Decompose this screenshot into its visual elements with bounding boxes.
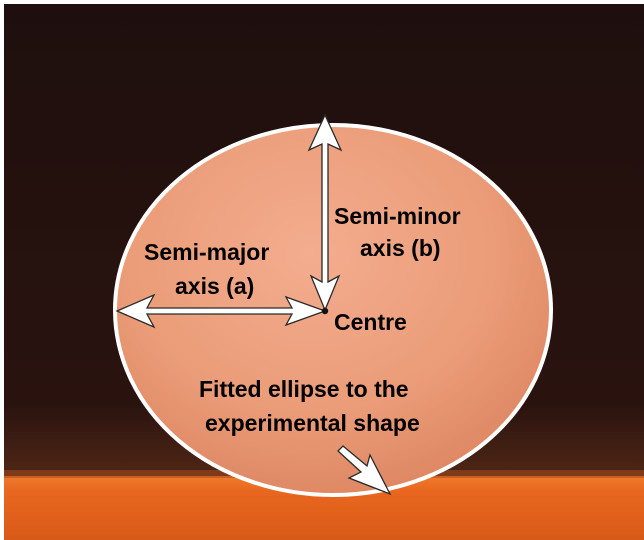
fitted-ellipse-label-line1: Fitted ellipse to the <box>199 376 409 402</box>
centre-label: Centre <box>334 309 407 335</box>
fitted-ellipse-label-line2: experimental shape <box>205 410 420 436</box>
droplet-fitted-ellipse <box>113 123 553 497</box>
semi-minor-label-line1: Semi-minor <box>334 203 461 229</box>
ellipse-pointer-arrow <box>337 445 392 496</box>
centre-point <box>321 307 329 315</box>
semi-major-label-line2: axis (a) <box>175 273 254 299</box>
semi-major-label-line1: Semi-major <box>144 239 269 265</box>
semi-minor-label-line2: axis (b) <box>360 235 441 261</box>
